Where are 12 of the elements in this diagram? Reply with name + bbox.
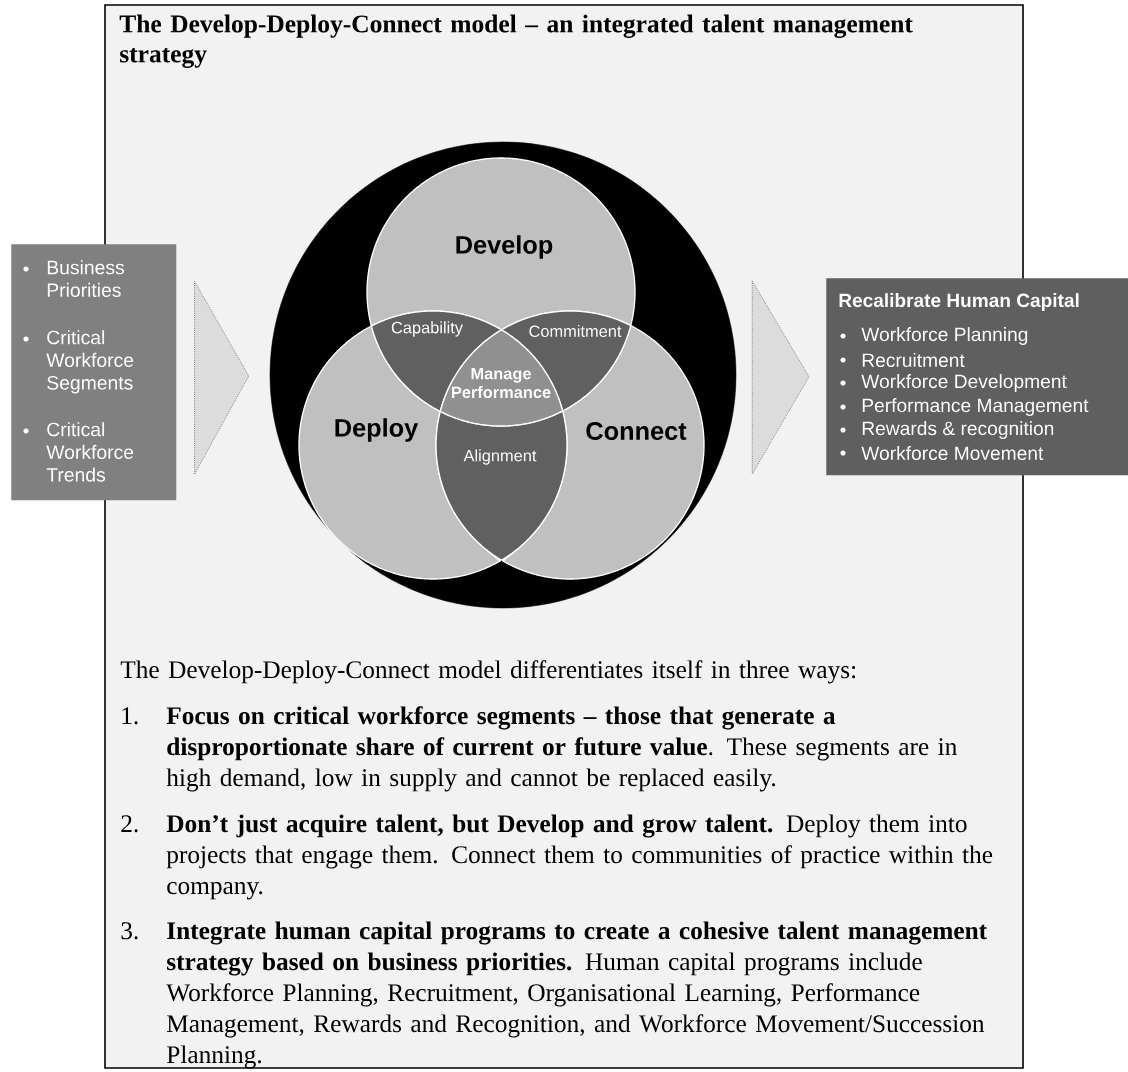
list-number: 2.	[121, 815, 138, 833]
list-item-text: Focus on critical workforce segments – those that generate a disproportionate share of current or future value. These segments are in high demand, low in supply and cannot be replaced easily.	[166, 706, 957, 792]
output-box: Recalibrate Human Capital Workforce Planning Recruitment Workforce Development Performance Management Rewards & recognition Workforce Movement	[826, 278, 1128, 476]
list-item-text: Don’t just acquire talent, but Develop and grow talent. Deploy them into projects that engage them. Connect them to communities of practice within the company.	[166, 814, 993, 900]
input-box: Business Priorities Critical Workforce Segments Critical Workforce Trends	[11, 244, 177, 501]
chevron-arrow	[751, 280, 810, 475]
title: The Develop-Deploy-Connect model – an integrated talent management strategy	[119, 14, 913, 68]
list-item-text: Integrate human capital programs to create a cohesive talent management strategy based on business priorities. Human capital programs include Workforce Planning, Recruitment, Organisational Learning, Performance Management, Rewards and Recognition, and Workforce Movement/Succession Planning.	[166, 921, 987, 1069]
list-number: 3.	[121, 922, 138, 940]
chevron-arrow	[194, 280, 250, 475]
intro-text: The Develop-Deploy-Connect model differentiates itself in three ways:	[120, 660, 856, 684]
list-number: 1.	[122, 707, 138, 725]
